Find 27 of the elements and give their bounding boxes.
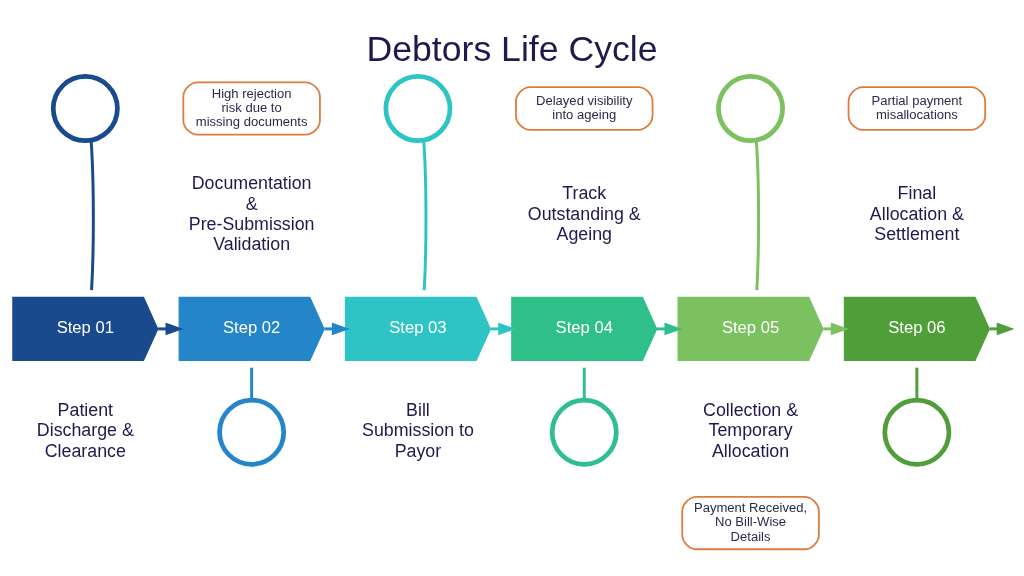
node-circle [716,73,785,143]
node-label: Track Outstanding & Ageing [527,182,641,244]
node-box: Delayed visibility into ageing [515,85,654,131]
node-label: Final Allocation & Settlement [869,182,964,244]
node-circle [383,73,453,143]
arrow [158,322,184,335]
node-box: Payment Received, No Bill-Wise Details [681,495,820,550]
connector [250,367,254,400]
node-label: Patient Discharge & Clearance [36,399,134,461]
node-circle [50,73,120,143]
node-circle [882,397,952,467]
connector [582,367,586,400]
connector [915,367,919,400]
node-label: Bill Submission to Payor [362,399,474,461]
node-box: Partial payment misallocations [847,85,987,131]
node-circle [217,397,287,467]
node-circle [549,397,619,467]
connector [422,139,428,290]
arrow [823,322,849,335]
connector [754,139,761,290]
node-label: Documentation & Pre-Submission Validation [188,172,315,254]
node-box: High rejection risk due to missing documents [182,81,321,136]
connector [89,139,95,290]
arrow [989,322,1015,335]
node-label: Collection & Temporary Allocation [703,399,799,461]
diagram-title: Debtors Life Cycle [366,28,658,69]
arrow [324,322,350,335]
